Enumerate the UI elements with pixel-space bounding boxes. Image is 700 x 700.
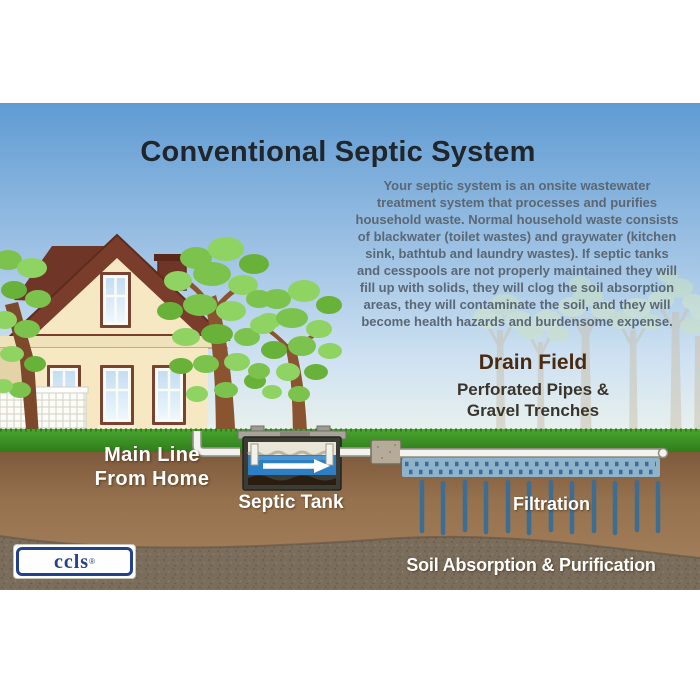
filtration-label: Filtration <box>513 494 590 514</box>
filtration-lines <box>419 479 661 536</box>
drain-field-sub-line: Gravel Trenches <box>466 401 600 420</box>
intro-line: Your septic system is an onsite wastewat… <box>383 178 651 193</box>
drain-field-sub-line: Perforated Pipes & <box>456 380 610 399</box>
tree-large <box>157 237 281 452</box>
drain-field-heading: Drain Field <box>478 351 588 374</box>
septic-tank-graphic <box>237 425 347 491</box>
ccls-logo: ccls ® <box>13 544 136 579</box>
intro-line: and cesspools are not properly maintaine… <box>356 263 678 278</box>
drain-field-subheading: Perforated Pipes & Gravel Trenches <box>408 379 658 421</box>
faded-background-trees <box>473 269 700 452</box>
page-title: Conventional Septic System <box>140 136 536 168</box>
intro-line: sink, bathtub and laundry wastes). If se… <box>365 246 669 261</box>
distribution-box <box>340 439 402 465</box>
intro-line: of blackwater (toilet wastes) and graywa… <box>357 229 677 244</box>
intro-line: areas, they will contaminate the soil, a… <box>363 297 671 312</box>
main-line-label: Main Line From Home <box>94 444 210 490</box>
soil-absorption-label: Soil Absorption & Purification <box>406 555 656 575</box>
intro-line: fill up with solids, they will clog the … <box>359 280 675 295</box>
main-line-pipe <box>192 431 240 457</box>
intro-line: household waste. Normal household waste … <box>355 212 679 227</box>
drain-field-pipe <box>400 447 669 477</box>
registered-mark: ® <box>89 556 95 566</box>
intro-paragraph: Your septic system is an onsite wastewat… <box>333 177 700 330</box>
ccls-logo-text: ccls <box>54 550 90 573</box>
porch-lattice <box>0 386 89 434</box>
intro-line: become health hazards and burdensome exp… <box>361 314 673 329</box>
tree-small <box>248 280 342 452</box>
grass <box>0 428 700 452</box>
septic-tank-label: Septic Tank <box>238 492 344 513</box>
ccls-logo-frame: ccls ® <box>16 547 133 576</box>
intro-line: treatment system that processes and puri… <box>376 195 658 210</box>
left-tree <box>0 250 51 452</box>
